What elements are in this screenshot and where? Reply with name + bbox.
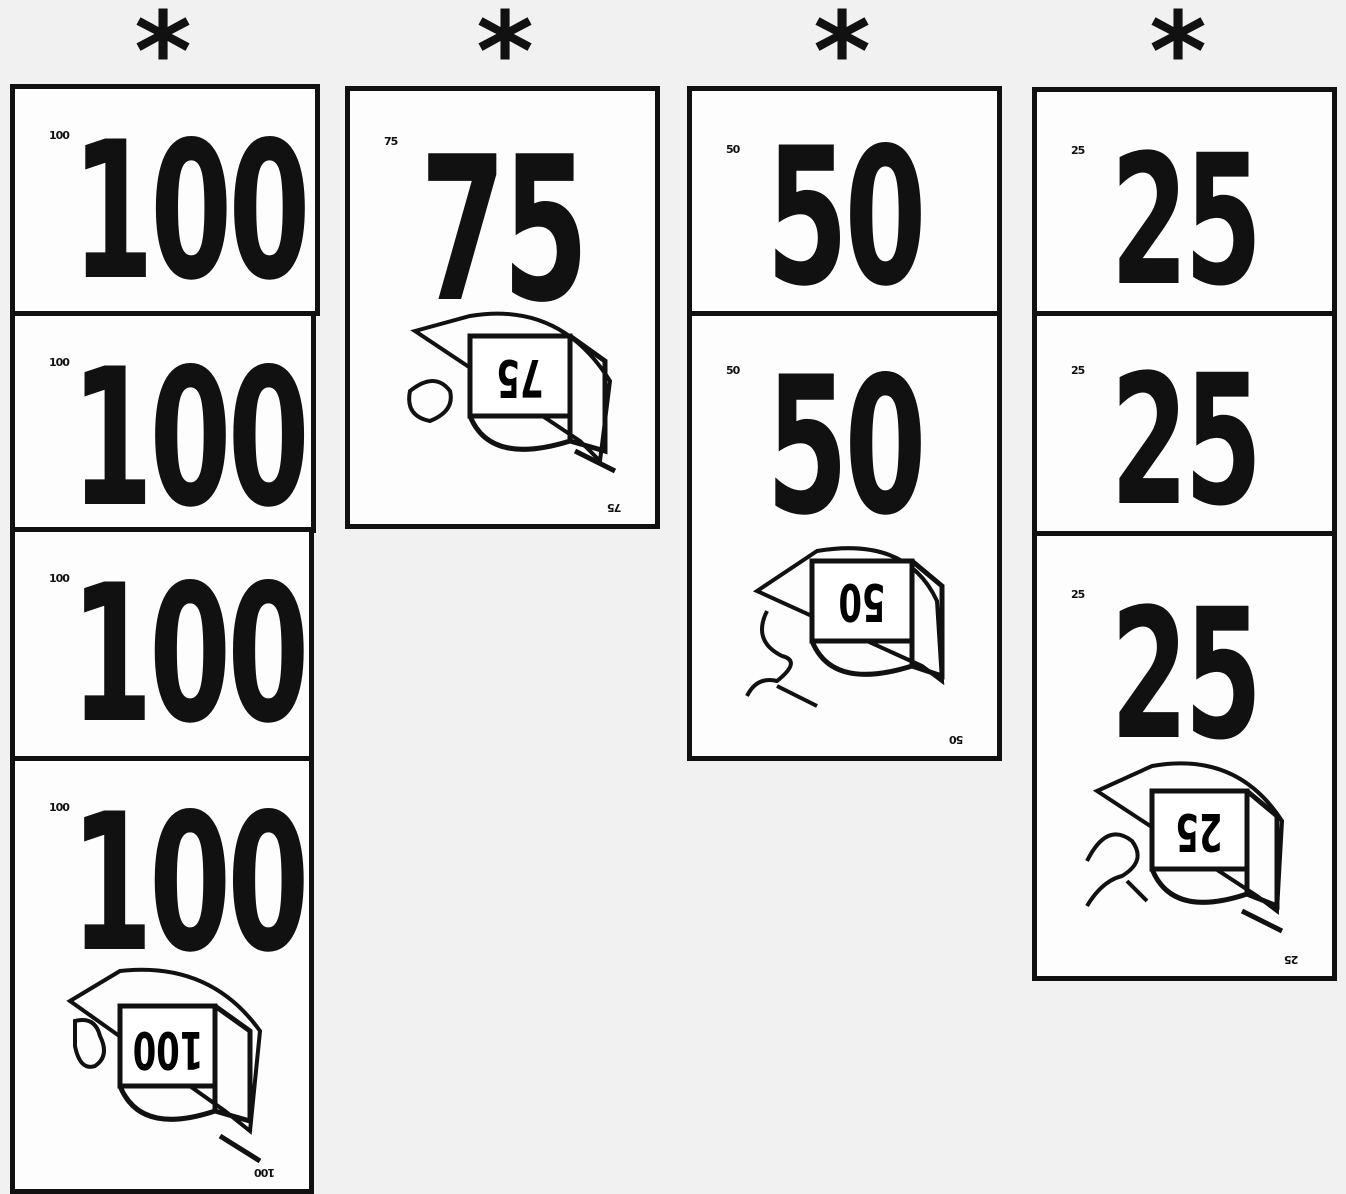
- car-label: 50: [838, 571, 885, 631]
- mileage-card-50[interactable]: 50 50 50 50: [687, 311, 1002, 761]
- car-label: 25: [1175, 801, 1222, 861]
- mileage-card-100[interactable]: 100 100: [10, 527, 314, 762]
- mileage-card-100[interactable]: 100 100: [10, 84, 320, 316]
- card-corner-value: 25: [1071, 364, 1084, 377]
- card-corner-value: 100: [49, 572, 69, 585]
- mileage-card-75[interactable]: 75 75 75 75: [345, 86, 660, 529]
- column-marker-1: *: [128, 12, 198, 92]
- card-corner-value-inverted: 100: [255, 1166, 275, 1179]
- card-corner-value-inverted: 25: [1285, 953, 1298, 966]
- mileage-card-100[interactable]: 100 100 100 100: [10, 756, 314, 1194]
- mileage-card-100[interactable]: 100 100: [10, 311, 316, 533]
- column-marker-2: *: [470, 12, 540, 92]
- card-corner-value: 50: [726, 364, 739, 377]
- car-illustration: 25: [1077, 751, 1307, 951]
- mileage-card-25[interactable]: 25 25: [1032, 311, 1337, 536]
- mileage-card-50[interactable]: 50 50: [687, 86, 1002, 316]
- mileage-card-25[interactable]: 25 25 25 25: [1032, 531, 1337, 981]
- card-value: 50: [750, 123, 939, 313]
- card-value: 100: [71, 789, 253, 979]
- column-marker-3: *: [807, 12, 877, 92]
- card-corner-value: 50: [726, 143, 739, 156]
- card-corner-value: 25: [1071, 144, 1084, 157]
- car-illustration: 75: [400, 301, 630, 501]
- card-corner-value: 100: [49, 129, 69, 142]
- card-value: 100: [72, 117, 258, 307]
- card-corner-value: 100: [49, 356, 69, 369]
- card-corner-value: 100: [49, 801, 69, 814]
- card-corner-value-inverted: 50: [950, 733, 963, 746]
- card-corner-value: 25: [1071, 588, 1084, 601]
- column-marker-4: *: [1143, 12, 1213, 92]
- card-value: 25: [1093, 132, 1276, 312]
- car-label: 100: [133, 1019, 204, 1079]
- card-corner-value: 75: [384, 135, 397, 148]
- mileage-card-25[interactable]: 25 25: [1032, 87, 1337, 316]
- card-value: 25: [1093, 352, 1276, 532]
- car-illustration: 100: [60, 961, 280, 1171]
- car-illustration: 50: [737, 531, 967, 731]
- card-value: 100: [71, 344, 255, 533]
- card-value: 100: [71, 560, 253, 750]
- car-label: 75: [496, 347, 543, 407]
- card-value: 50: [750, 352, 939, 542]
- card-corner-value-inverted: 75: [608, 501, 621, 514]
- card-value: 25: [1093, 586, 1276, 766]
